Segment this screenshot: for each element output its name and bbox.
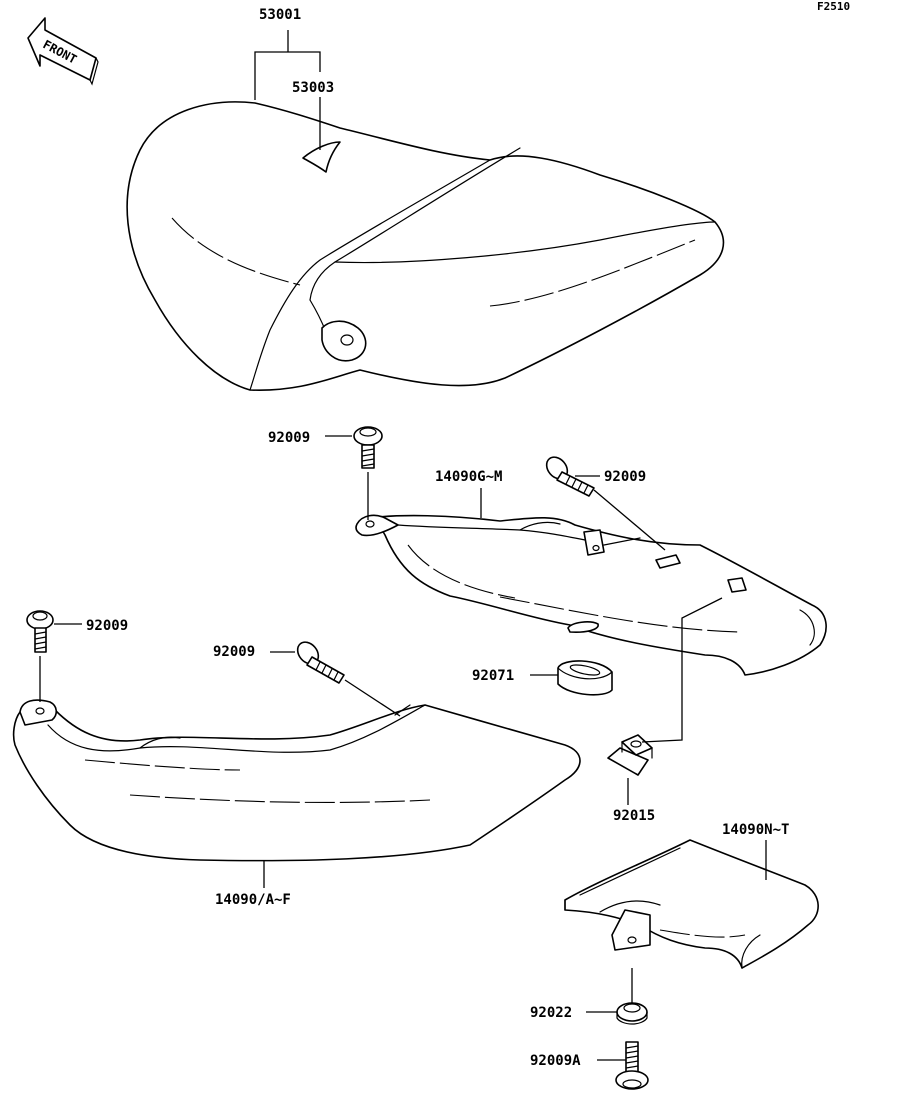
label-bolt-top: 92009 (268, 430, 310, 446)
label-cover-right: 14090G~M (435, 469, 502, 485)
rear-cover (564, 839, 819, 969)
bolt-bottom (615, 1041, 649, 1090)
right-side-cover (355, 514, 827, 676)
seat-illustration (126, 101, 725, 391)
label-cover-left: 14090/A~F (215, 892, 291, 908)
label-cover-rear: 14090N~T (722, 822, 789, 838)
label-washer: 92022 (530, 1005, 572, 1021)
label-bolt-right: 92009 (604, 469, 646, 485)
leader-lines (39, 30, 767, 1061)
label-bolt-left-upper: 92009 (86, 618, 128, 634)
bolt-top (353, 426, 383, 469)
label-bolt-bottom: 92009A (530, 1053, 581, 1069)
label-seat-label: 53003 (292, 80, 334, 96)
washer (616, 1002, 648, 1025)
bolt-right (545, 456, 595, 497)
label-nut-clip: 92015 (613, 808, 655, 824)
front-arrow-icon: FRONT (27, 17, 99, 86)
left-side-cover (12, 699, 581, 862)
bolt-left-mid (296, 641, 345, 684)
label-bolt-left-mid: 92009 (213, 644, 255, 660)
bolt-left-upper (26, 610, 54, 653)
grommet (557, 660, 613, 696)
figure-code: F2510 (817, 0, 850, 13)
nut-clip (607, 734, 653, 776)
label-grommet: 92071 (472, 668, 514, 684)
label-seat: 53001 (259, 7, 301, 23)
